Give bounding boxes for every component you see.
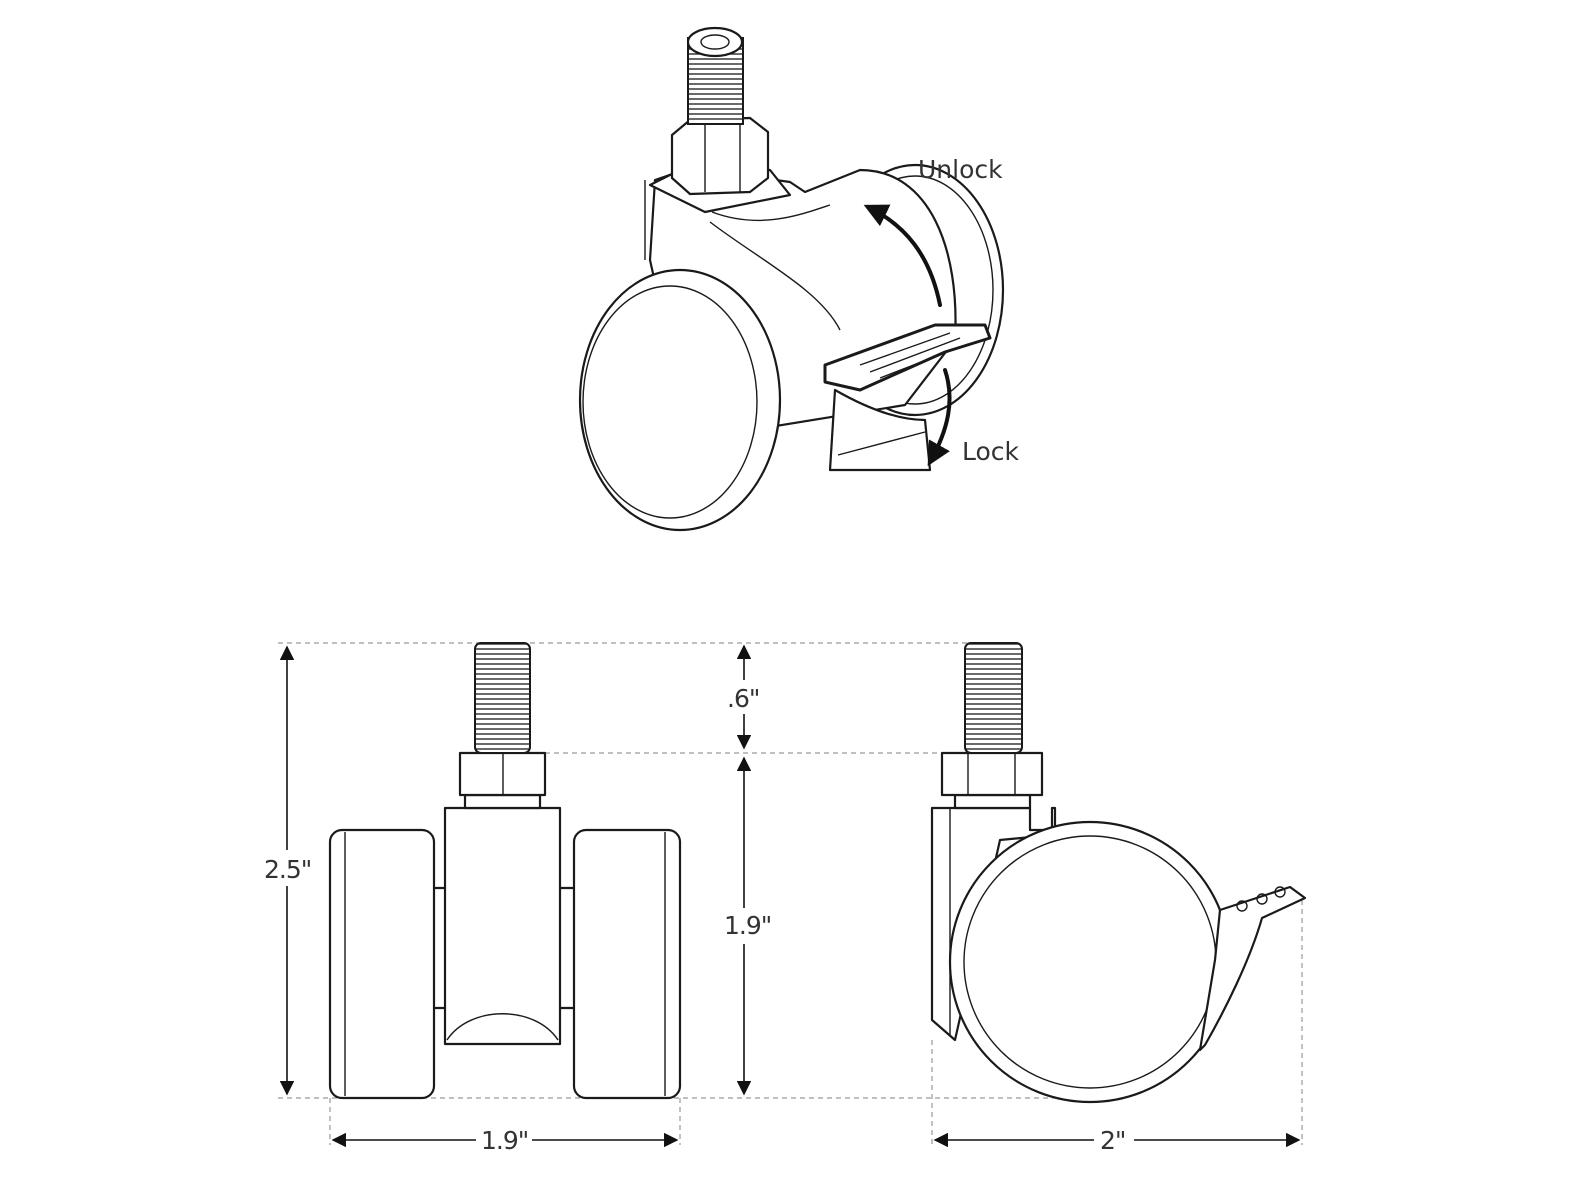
side-wheel bbox=[948, 820, 1232, 1104]
front-width-label: 1.9" bbox=[481, 1126, 528, 1155]
isometric-view: Unlock Lock bbox=[578, 26, 1020, 532]
front-threaded-stem bbox=[474, 642, 531, 754]
front-washer bbox=[463, 793, 542, 810]
unlock-label: Unlock bbox=[918, 155, 1003, 184]
side-threaded-stem bbox=[964, 642, 1023, 754]
total-height-label: 2.5" bbox=[264, 855, 311, 884]
body-height-label: 1.9" bbox=[724, 911, 771, 940]
front-right-wheel bbox=[572, 828, 682, 1100]
iso-front-wheel-rim bbox=[582, 285, 758, 519]
lock-arrow bbox=[927, 368, 952, 467]
iso-brake-pedal bbox=[823, 323, 992, 472]
iso-hex-nut bbox=[670, 116, 770, 196]
side-view bbox=[930, 642, 1307, 1104]
front-view bbox=[328, 642, 682, 1100]
side-brake-pedal bbox=[1198, 885, 1307, 1052]
iso-front-wheel bbox=[578, 268, 782, 532]
side-hex-nut bbox=[940, 751, 1044, 797]
side-width-label: 2" bbox=[1100, 1126, 1125, 1155]
side-washer bbox=[953, 793, 1032, 810]
unlock-arrow bbox=[863, 204, 942, 307]
front-housing bbox=[443, 806, 562, 1046]
front-left-wheel bbox=[328, 828, 436, 1100]
dimension-lines: 2.5" .6" 1.9" 1.9" 2" bbox=[262, 644, 1301, 1156]
stem-height-label: .6" bbox=[727, 684, 759, 713]
lock-label: Lock bbox=[962, 437, 1020, 466]
